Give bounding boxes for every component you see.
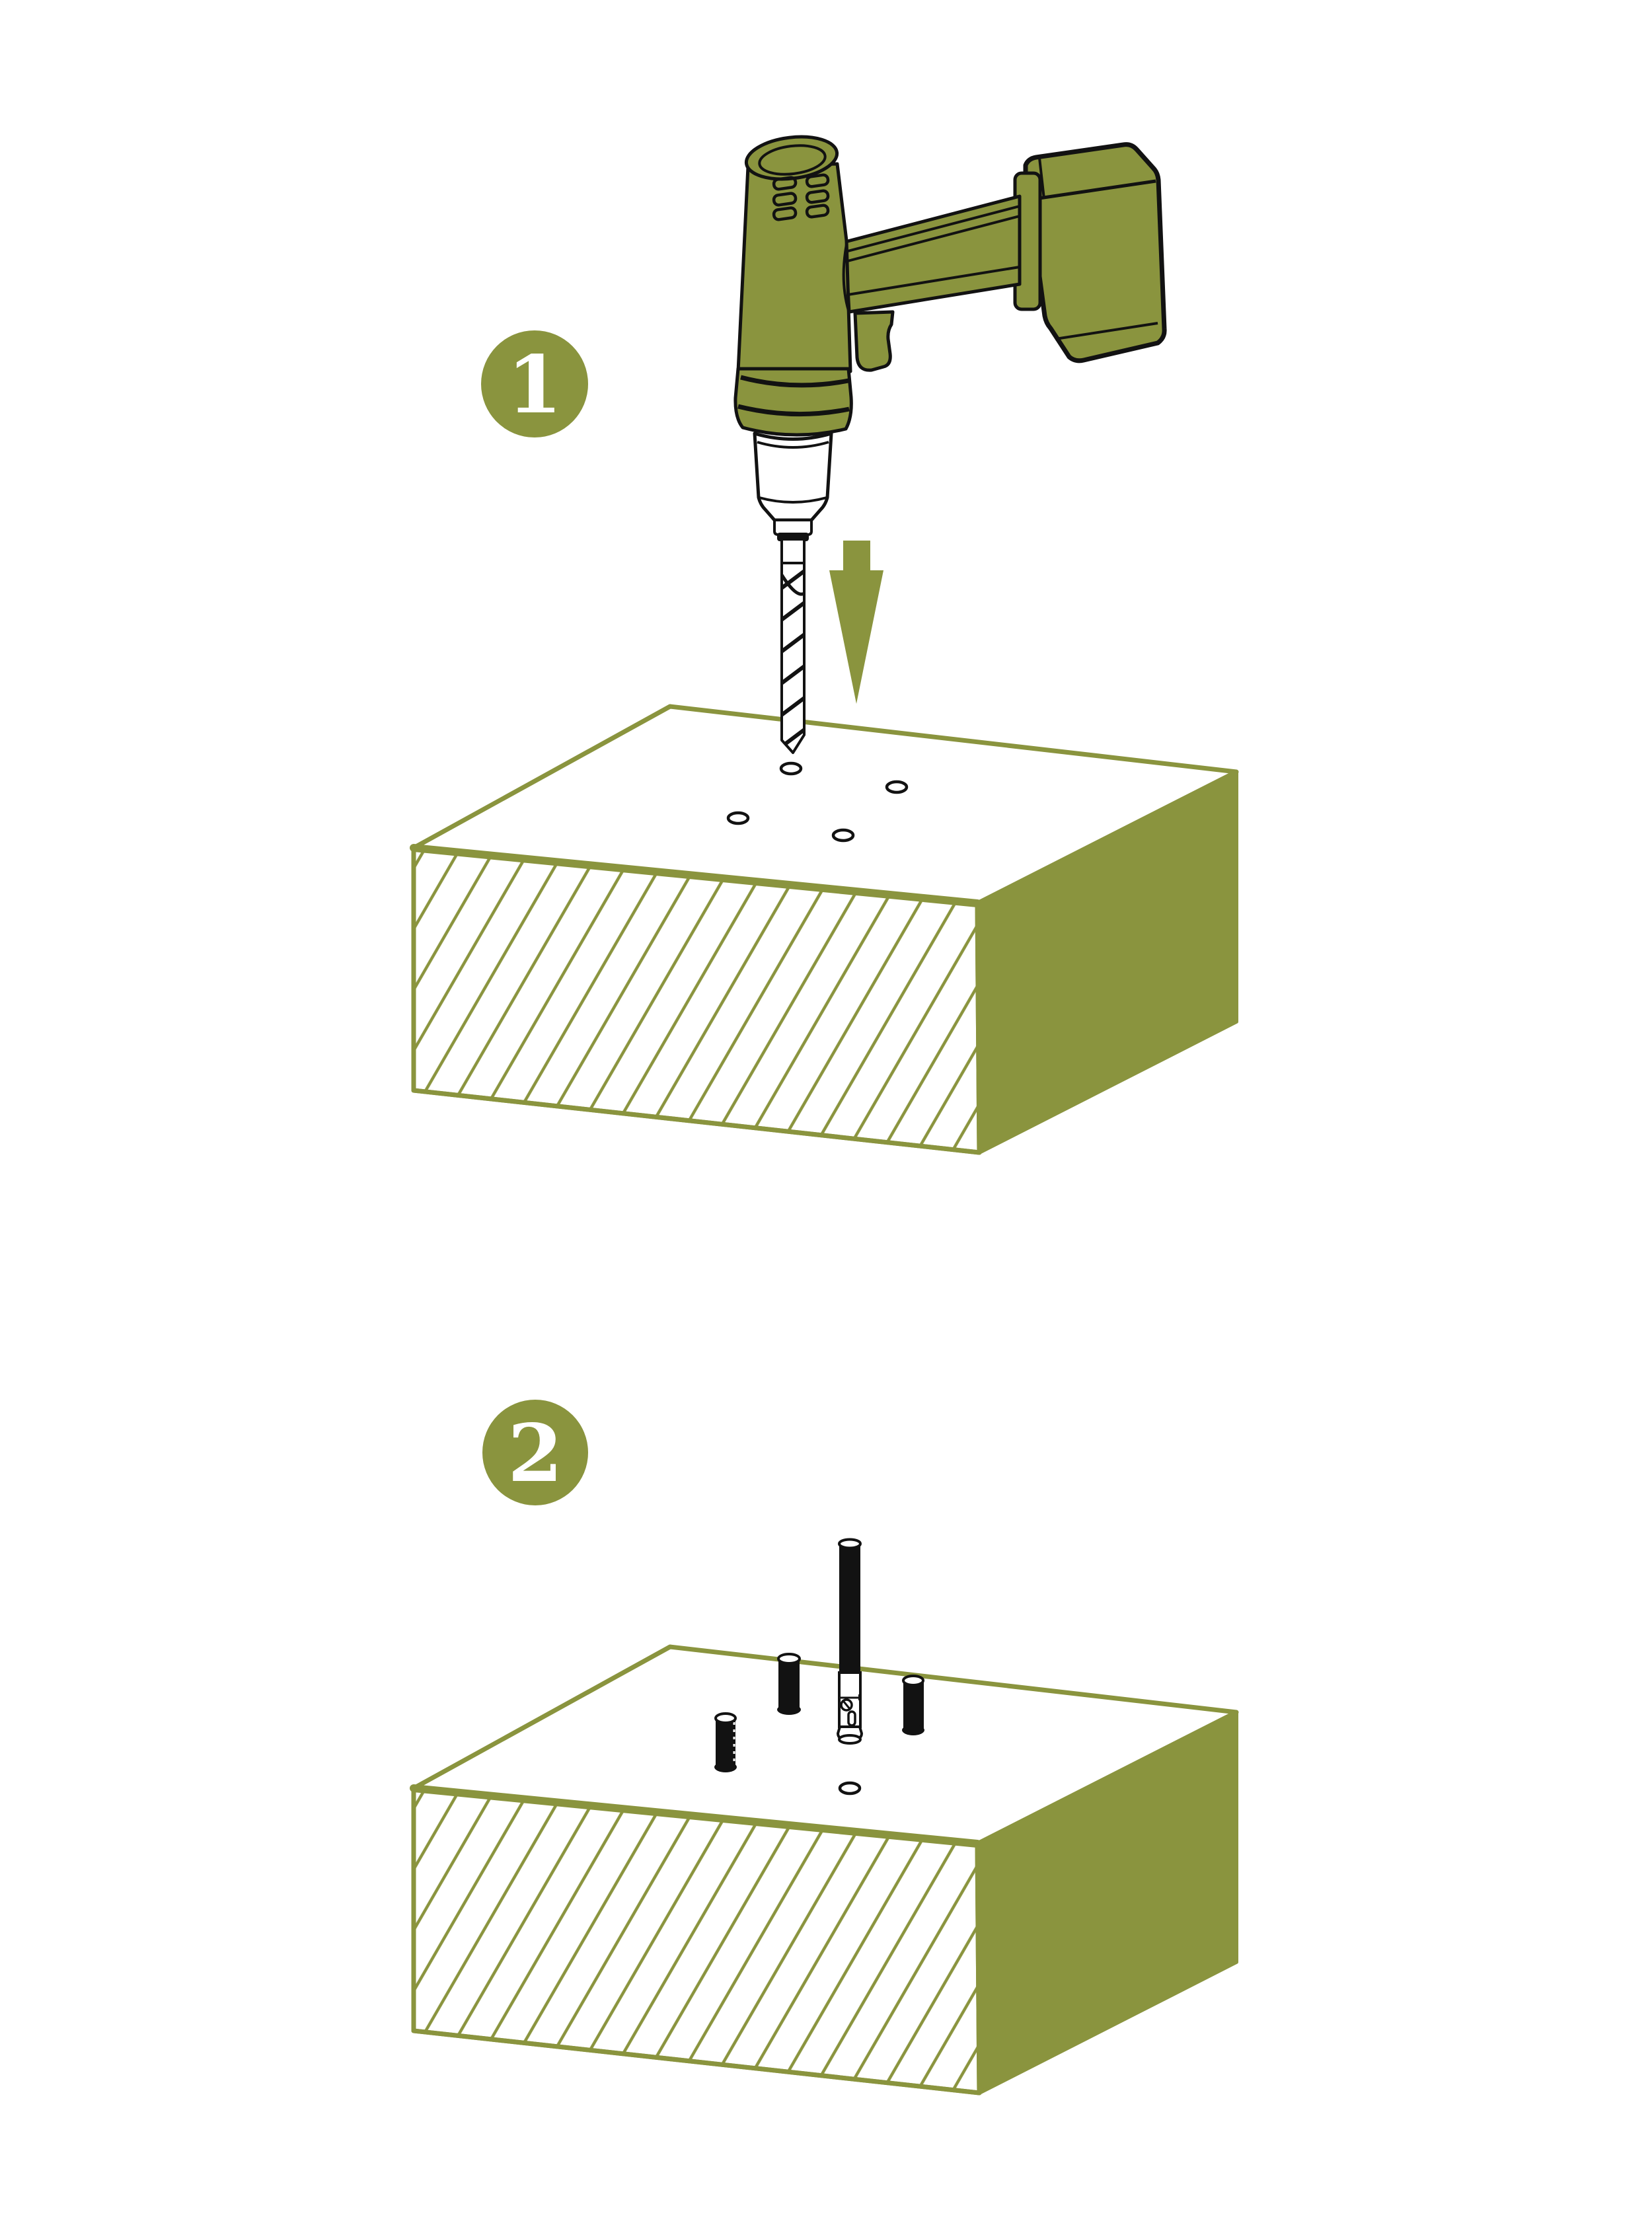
drill-gear-housing	[733, 367, 853, 437]
step-1-section: 1	[414, 135, 1236, 1153]
step-number: 2	[507, 1407, 563, 1500]
step-number: 1	[507, 338, 562, 432]
step-badge-circle	[481, 330, 588, 437]
dowel-pin	[777, 1653, 801, 1715]
step-2-badge: 2	[482, 1400, 588, 1505]
drill-trigger	[853, 310, 895, 372]
block-faces	[414, 706, 1236, 1153]
anchor-rod	[836, 1538, 864, 1745]
drilled-hole	[779, 761, 803, 776]
pilot-hole	[838, 1781, 862, 1796]
step-1-badge: 1	[481, 330, 588, 437]
drill-vent-slots	[772, 173, 830, 221]
down-arrow-icon	[829, 541, 883, 704]
drilled-hole	[831, 828, 855, 843]
drill-chuck	[753, 432, 833, 541]
drill-handle	[843, 194, 1022, 314]
drill-bit	[780, 538, 806, 754]
step-2-section: 2	[414, 1400, 1236, 2093]
dowel-pin	[902, 1675, 924, 1735]
wood-block-step2	[414, 1647, 1236, 2093]
drilled-hole	[726, 811, 750, 825]
step-badge-circle	[482, 1400, 588, 1505]
threaded-pin	[714, 1712, 737, 1772]
drilled-holes	[726, 761, 909, 843]
drill-icon	[733, 135, 1167, 754]
drill-battery	[1023, 142, 1167, 363]
drill-motor-body	[736, 135, 852, 373]
block-faces	[414, 1647, 1236, 2093]
drilled-hole	[885, 780, 909, 794]
anchor-sleeve	[836, 1671, 864, 1745]
wood-block-step1	[414, 706, 1236, 1153]
